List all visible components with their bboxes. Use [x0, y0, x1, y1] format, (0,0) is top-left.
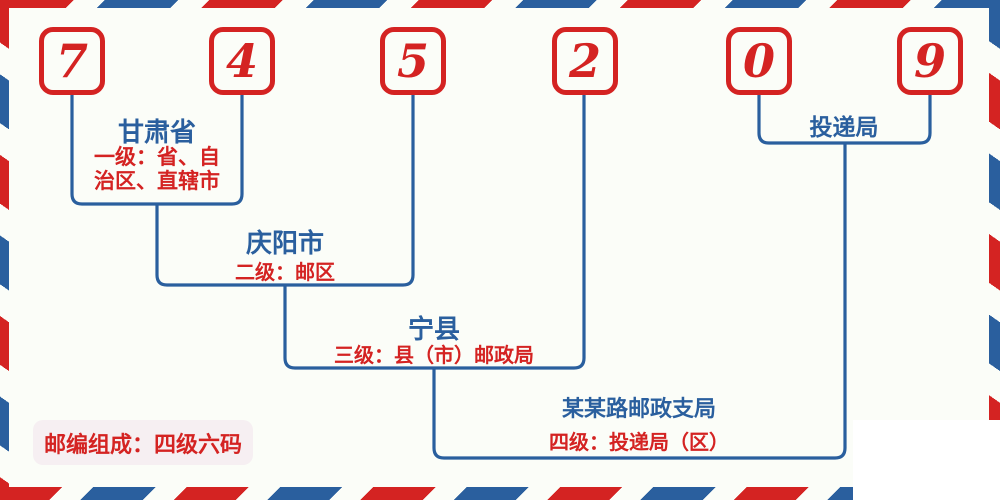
- postal-digit-5: 0: [742, 34, 775, 88]
- level1-description: 一级：省、自治区、直辖市: [94, 145, 220, 193]
- level1-region-name: 甘肃省: [117, 118, 197, 148]
- level2-region-name: 庆阳市: [245, 229, 325, 259]
- postal-digit-2: 4: [225, 34, 258, 88]
- level3-description: 三级：县（市）邮政局: [334, 343, 534, 367]
- delivery-office-label: 投递局: [809, 115, 879, 141]
- postal-digit-4: 2: [568, 34, 601, 88]
- airmail-border-right: [989, 0, 1000, 500]
- airmail-border-left: [0, 0, 9, 500]
- level4-office-name: 某某路邮政支局: [561, 397, 717, 422]
- postal-code-composition-badge: 邮编组成：四级六码: [33, 420, 253, 465]
- postal-digit-box-1: 7: [39, 27, 105, 95]
- postal-digit-1: 7: [55, 34, 88, 88]
- airmail-border-top: [0, 0, 1000, 8]
- postal-digit-3: 5: [396, 34, 429, 88]
- postal-digit-box-6: 9: [897, 27, 963, 95]
- level4-description: 四级：投递局（区）: [549, 430, 729, 454]
- postal-digit-box-5: 0: [726, 27, 792, 95]
- postal-digit-6: 9: [913, 34, 946, 88]
- level3-region-name: 宁县: [407, 315, 461, 345]
- postal-digit-box-3: 5: [380, 27, 446, 95]
- level2-description: 二级：邮区: [235, 260, 335, 284]
- airmail-border-bottom: [0, 487, 1000, 500]
- bottom-right-white-patch: [853, 420, 1000, 500]
- postal-digit-box-4: 2: [552, 27, 618, 95]
- postal-digit-box-2: 4: [209, 27, 275, 95]
- postal-code-composition-text: 邮编组成：四级六码: [43, 432, 242, 458]
- bracket-level4: [432, 143, 847, 460]
